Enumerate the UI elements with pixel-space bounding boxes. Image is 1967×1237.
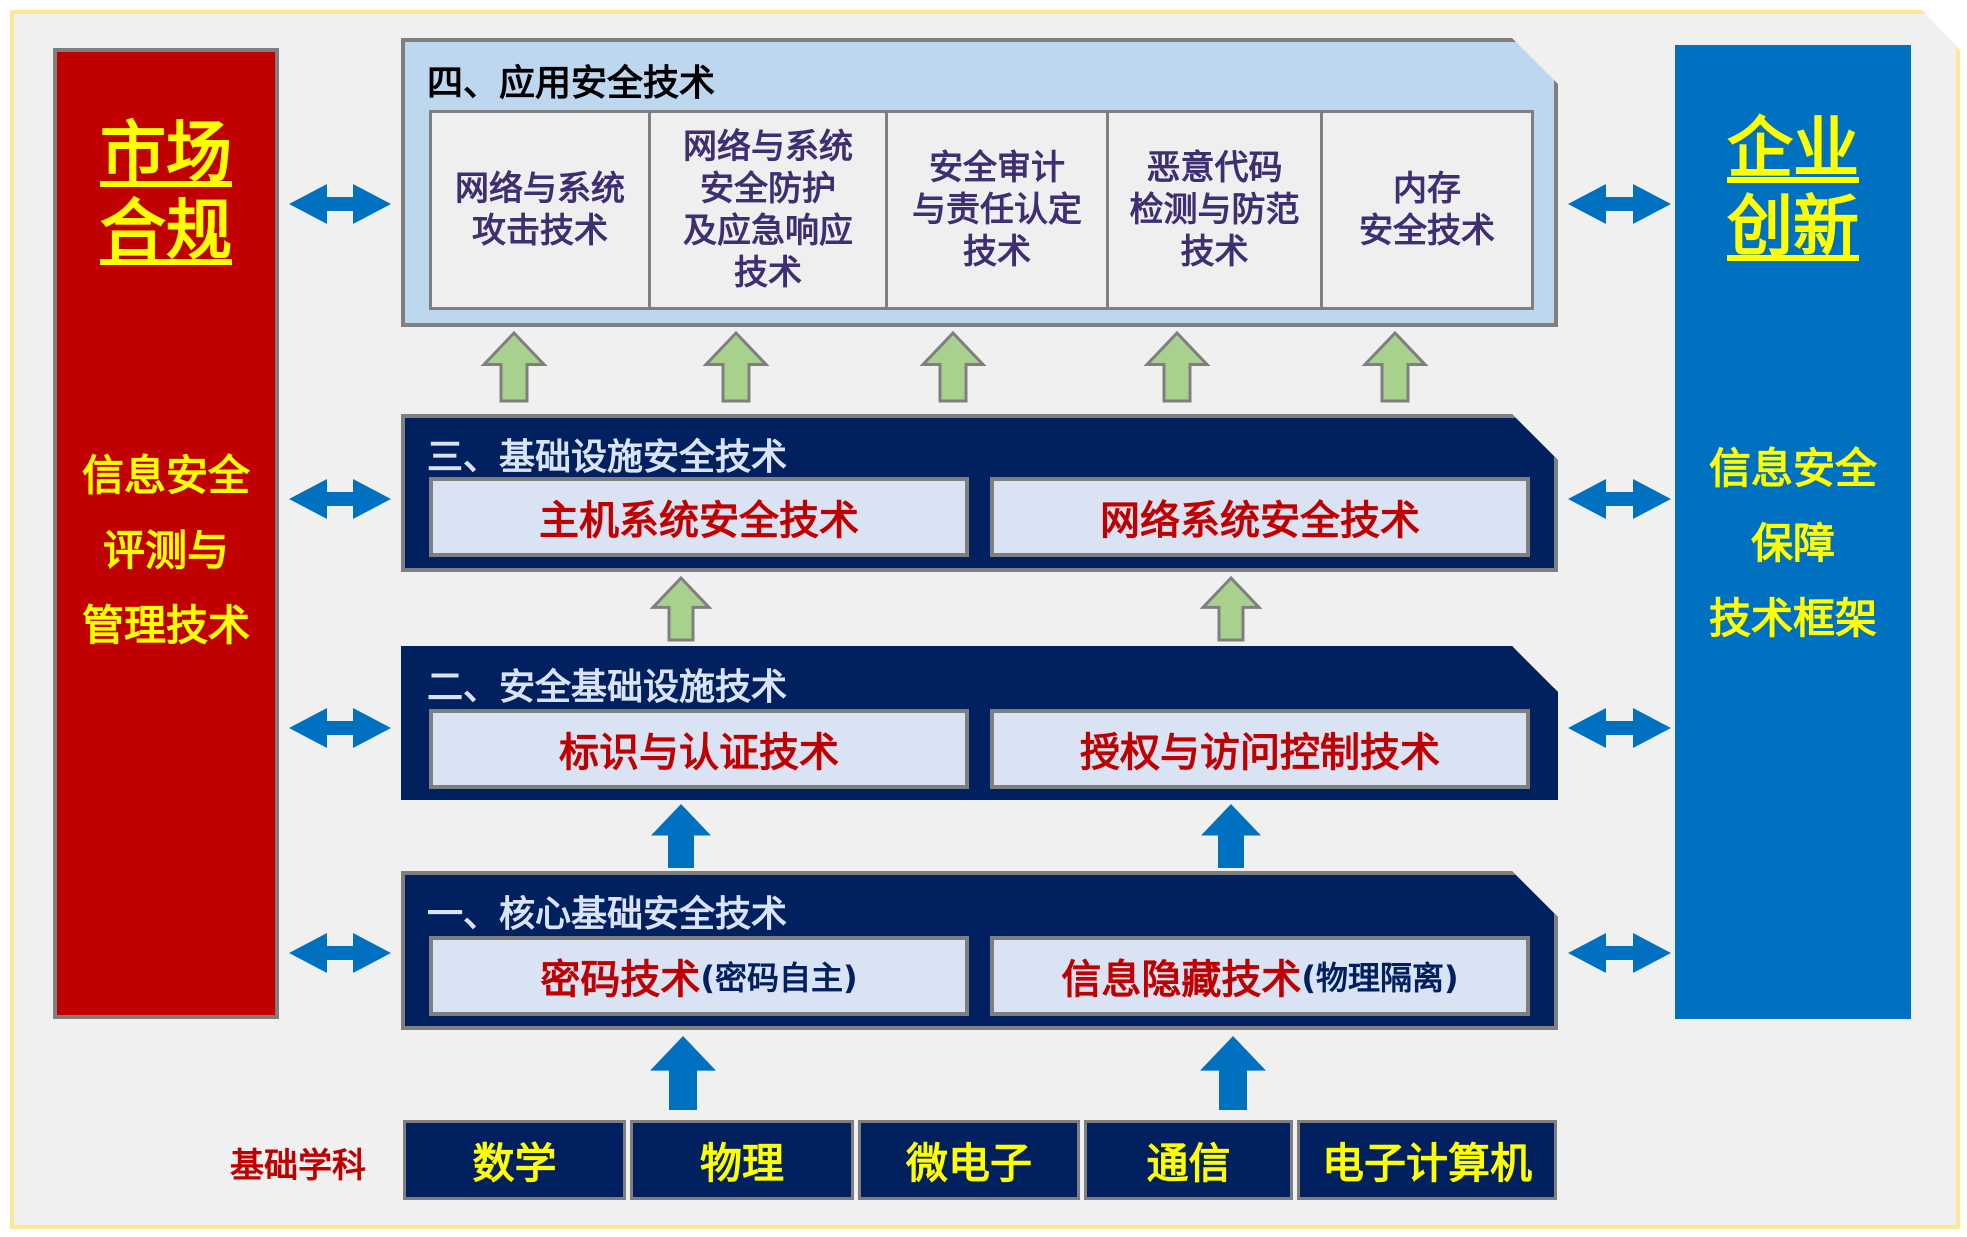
cell-line: 网络与系统 [683, 127, 853, 167]
double-arrow-icon [1568, 184, 1671, 224]
core-security-panel: 一、核心基础安全技术 密码技术(密码自主) 信息隐藏技术(物理隔离) [401, 871, 1558, 1030]
framework-label: 信息安全 保障 技术框架 [1675, 435, 1911, 660]
double-arrow-icon [1568, 708, 1671, 748]
access-control-box: 授权与访问控制技术 [990, 709, 1530, 789]
title-line: 企业 [1727, 110, 1859, 187]
up-arrow-green-icon [1143, 330, 1211, 403]
double-arrow-icon [289, 479, 391, 519]
title-line: 合规 [100, 192, 232, 269]
eval-management-label: 信息安全 评测与 管理技术 [57, 442, 275, 667]
enterprise-innovation-title: 企业创新 [1675, 110, 1911, 266]
up-arrow-blue-icon [650, 1036, 716, 1110]
panel-title: 三、基础设施安全技术 [427, 437, 788, 478]
panel-title: 一、核心基础安全技术 [427, 894, 788, 935]
title-line: 市场 [100, 114, 232, 191]
cell-line: 技术 [963, 232, 1031, 272]
up-arrow-green-icon [702, 330, 770, 403]
discipline-computer: 电子计算机 [1297, 1120, 1557, 1200]
cell-line: 安全防护 [700, 169, 836, 209]
cell-malware-tech: 恶意代码检测与防范技术 [1106, 110, 1323, 310]
double-arrow-icon [289, 708, 391, 748]
identity-auth-box: 标识与认证技术 [429, 709, 969, 789]
body-line: 保障 [1750, 519, 1835, 568]
market-compliance-title: 市场合规 [57, 114, 275, 270]
cell-audit-tech: 安全审计与责任认定技术 [885, 110, 1109, 310]
body-line: 信息安全 [81, 451, 250, 500]
cryptography-box: 密码技术(密码自主) [429, 936, 969, 1016]
cell-line: 安全审计 [929, 148, 1065, 188]
panel-title: 二、安全基础设施技术 [427, 667, 788, 708]
network-security-box: 网络系统安全技术 [990, 477, 1530, 557]
cell-line: 检测与防范 [1129, 190, 1300, 230]
body-line: 管理技术 [81, 601, 250, 650]
cell-line: 技术 [1180, 232, 1249, 272]
cell-line: 网络与系统 [455, 169, 625, 209]
up-arrow-green-icon [1199, 575, 1263, 642]
double-arrow-icon [289, 184, 391, 224]
cell-line: 恶意代码 [1146, 148, 1283, 188]
cell-memory-tech: 内存安全技术 [1320, 110, 1534, 310]
up-arrow-blue-icon [1200, 1036, 1266, 1110]
enterprise-innovation-bar: 企业创新 信息安全 保障 技术框架 [1675, 45, 1911, 1019]
security-infrastructure-panel: 二、安全基础设施技术 标识与认证技术 授权与访问控制技术 [401, 646, 1558, 800]
infrastructure-security-panel: 三、基础设施安全技术 主机系统安全技术 网络系统安全技术 [401, 414, 1558, 572]
info-hiding-box: 信息隐藏技术(物理隔离) [990, 936, 1530, 1016]
double-arrow-icon [1568, 479, 1671, 519]
item-note: (密码自主) [700, 959, 858, 997]
body-line: 评测与 [102, 526, 229, 575]
up-arrow-green-icon [649, 575, 713, 642]
double-arrow-icon [1568, 933, 1671, 973]
double-arrow-icon [289, 933, 391, 973]
item-main: 密码技术 [540, 957, 701, 1003]
cell-attack-tech: 网络与系统攻击技术 [429, 110, 651, 310]
discipline-math: 数学 [403, 1120, 626, 1200]
discipline-physics: 物理 [630, 1120, 854, 1200]
cell-line: 与责任认定 [912, 190, 1082, 230]
panel-title: 四、应用安全技术 [427, 63, 716, 104]
cell-line: 攻击技术 [472, 211, 608, 251]
body-line: 信息安全 [1708, 444, 1877, 493]
market-compliance-bar: 市场合规 信息安全 评测与 管理技术 [53, 48, 279, 1019]
up-arrow-blue-icon [651, 804, 711, 868]
disciplines-label: 基础学科 [230, 1146, 366, 1186]
title-line: 创新 [1727, 188, 1859, 265]
item-main: 信息隐藏技术 [1061, 957, 1302, 1003]
cell-line: 安全技术 [1359, 211, 1495, 251]
cell-defense-tech: 网络与系统安全防护及应急响应技术 [648, 110, 888, 310]
discipline-communication: 通信 [1084, 1120, 1293, 1200]
cell-line: 内存 [1393, 169, 1461, 209]
cell-line: 及应急响应 [683, 211, 853, 251]
up-arrow-green-icon [919, 330, 987, 403]
body-line: 技术框架 [1708, 594, 1877, 643]
cell-line: 技术 [734, 253, 802, 293]
up-arrow-green-icon [480, 330, 548, 403]
up-arrow-blue-icon [1201, 804, 1261, 868]
host-security-box: 主机系统安全技术 [429, 477, 969, 557]
application-security-panel: 四、应用安全技术 网络与系统攻击技术 网络与系统安全防护及应急响应技术 安全审计… [401, 38, 1558, 327]
item-note: (物理隔离) [1301, 959, 1459, 997]
discipline-microelectronics: 微电子 [858, 1120, 1080, 1200]
up-arrow-green-icon [1361, 330, 1429, 403]
